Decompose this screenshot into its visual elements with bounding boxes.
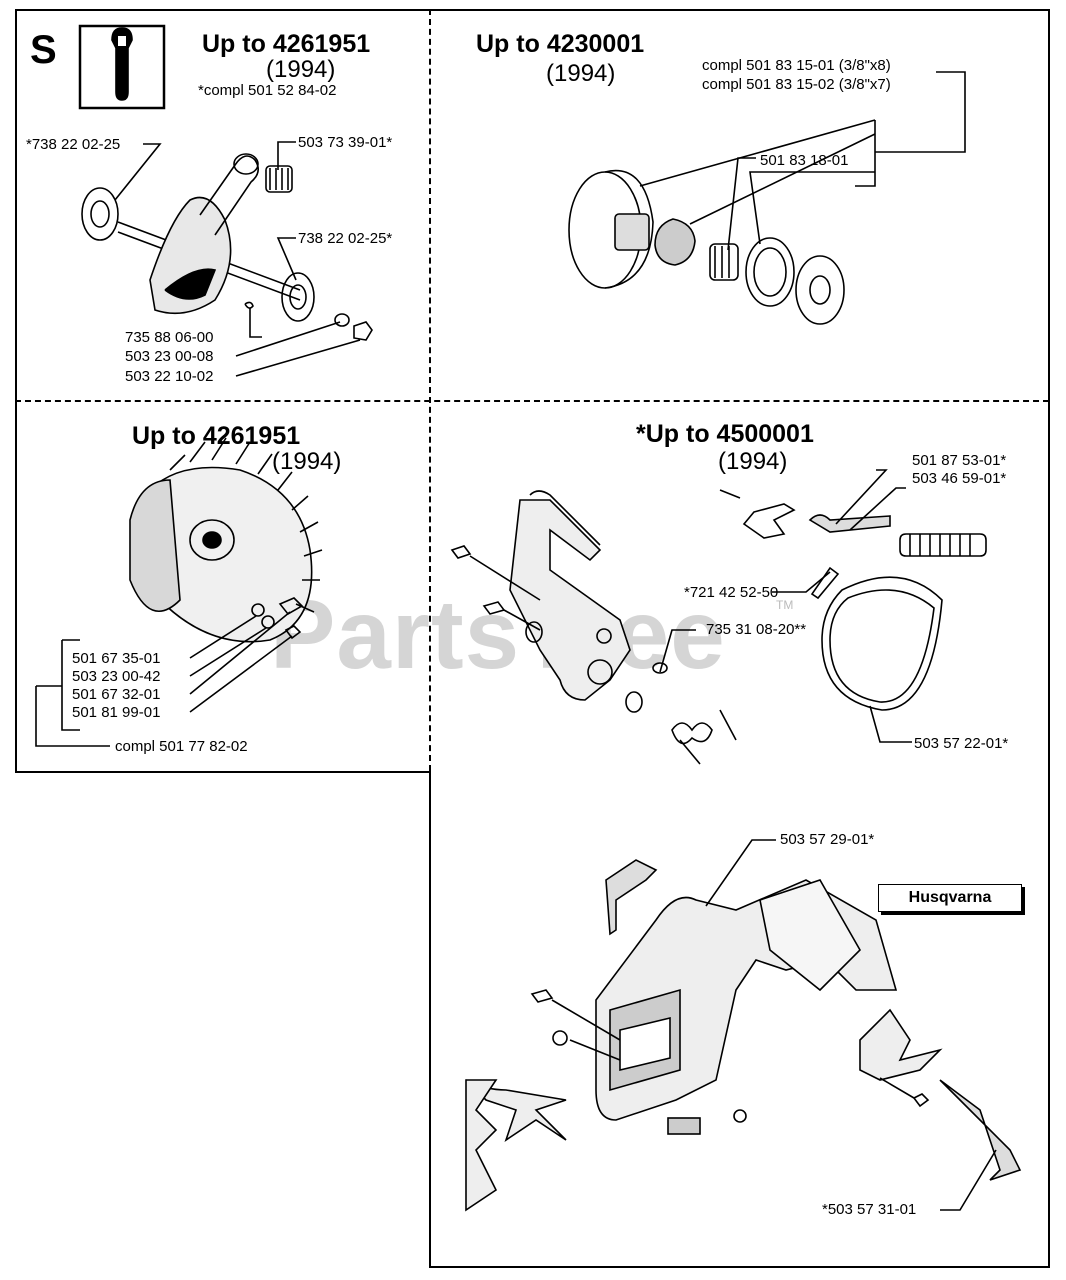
part-number[interactable]: 735 88 06-00 bbox=[125, 329, 214, 346]
part-number[interactable]: 503 73 39-01* bbox=[298, 134, 393, 151]
part-number[interactable]: 501 81 99-01 bbox=[72, 704, 161, 721]
part-number[interactable]: 501 87 53-01* bbox=[912, 452, 1007, 469]
frame-bottom bbox=[429, 1266, 1050, 1268]
frame-middle-lower bbox=[429, 771, 431, 1267]
part-number[interactable]: *503 57 31-01 bbox=[822, 1201, 917, 1218]
clutch-title: Up to 4230001 bbox=[476, 30, 645, 58]
frame-top bbox=[15, 9, 1050, 11]
chainbrake-year: (1994) bbox=[718, 448, 788, 475]
chainbrake-title: *Up to 4500001 bbox=[636, 420, 814, 448]
part-number[interactable]: 501 83 18-01 bbox=[760, 152, 849, 169]
crankshaft-title: Up to 4261951 bbox=[202, 30, 371, 58]
part-number[interactable]: 735 31 08-20** bbox=[706, 621, 807, 638]
husqvarna-decal: Husqvarna bbox=[878, 884, 1022, 912]
part-number[interactable]: 738 22 02-25* bbox=[298, 230, 393, 247]
part-number[interactable]: compl 501 83 15-02 (3/8"x7) bbox=[702, 76, 891, 93]
part-number[interactable]: 503 22 10-02 bbox=[125, 368, 214, 385]
part-number[interactable]: *721 42 52-50 bbox=[684, 584, 779, 601]
clutch-year: (1994) bbox=[546, 60, 616, 87]
part-number[interactable]: 503 23 00-42 bbox=[72, 668, 161, 685]
frame-right bbox=[1048, 9, 1050, 1267]
part-number[interactable]: 503 23 00-08 bbox=[125, 348, 214, 365]
crankshaft-note: *compl 501 52 84-02 bbox=[198, 82, 337, 99]
part-number[interactable]: compl 501 83 15-01 (3/8"x8) bbox=[702, 57, 891, 74]
husqvarna-label: Husqvarna bbox=[908, 889, 992, 906]
crankshaft-year: (1994) bbox=[266, 56, 336, 83]
part-number[interactable]: 501 67 35-01 bbox=[72, 650, 161, 667]
section-letter: S bbox=[30, 28, 57, 72]
flywheel-year: (1994) bbox=[272, 448, 342, 475]
part-number[interactable]: 501 67 32-01 bbox=[72, 686, 161, 703]
divider-vertical bbox=[429, 9, 431, 771]
part-number[interactable]: *738 22 02-25 bbox=[26, 136, 121, 153]
divider-horizontal bbox=[15, 400, 1049, 402]
frame-left-bottom bbox=[15, 771, 431, 773]
flywheel-title: Up to 4261951 bbox=[132, 422, 301, 450]
part-number[interactable]: 503 46 59-01* bbox=[912, 470, 1007, 487]
watermark: PartsTree bbox=[270, 579, 726, 689]
watermark-tm: TM bbox=[776, 598, 794, 612]
frame-left bbox=[15, 9, 17, 772]
part-number[interactable]: compl 501 77 82-02 bbox=[115, 738, 248, 755]
part-number[interactable]: 503 57 22-01* bbox=[914, 735, 1009, 752]
part-number[interactable]: 503 57 29-01* bbox=[780, 831, 875, 848]
